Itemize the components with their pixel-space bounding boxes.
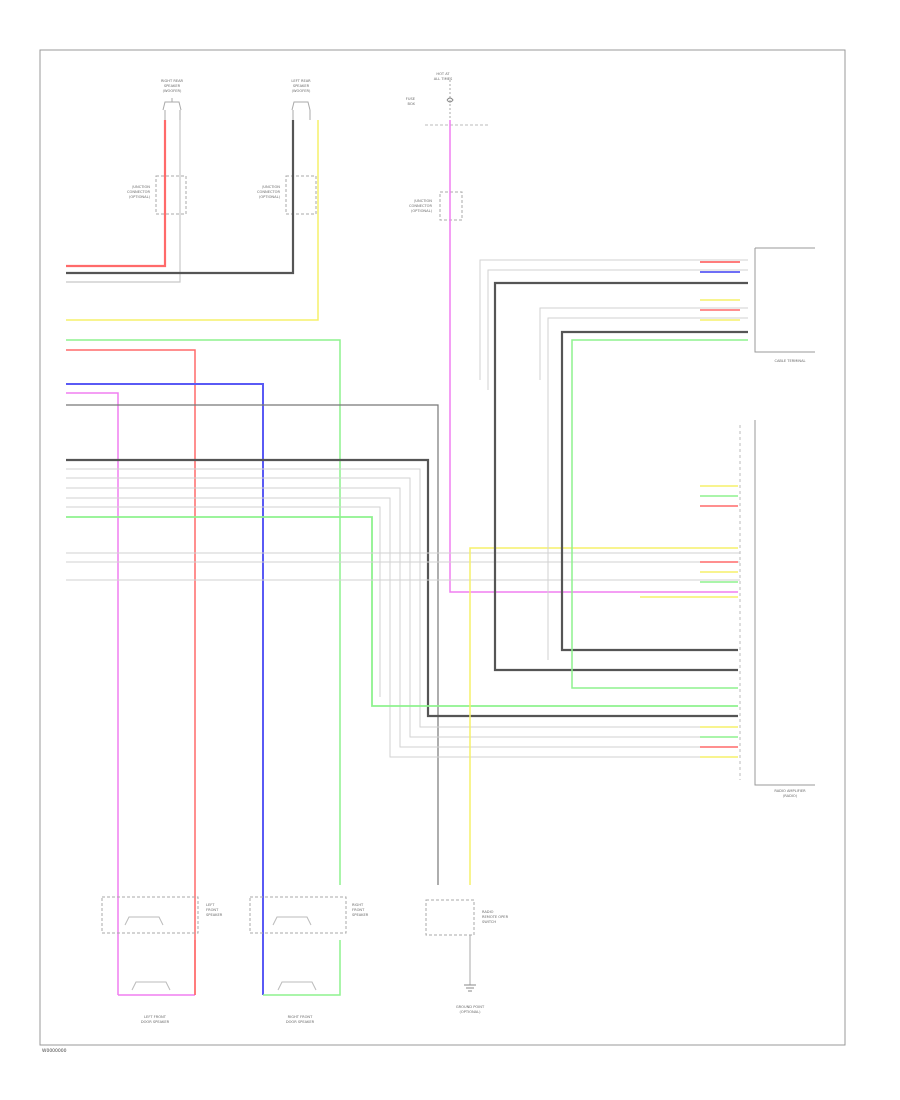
component-label: SPEAKER — [293, 84, 310, 88]
wire-yellow-top — [66, 120, 319, 321]
component-label: JUNCTION — [413, 199, 432, 203]
component-label: SPEAKER — [164, 84, 181, 88]
wire-yellow-switch — [469, 547, 738, 885]
component-label: SWITCH — [482, 920, 496, 924]
wire-green-bundle — [66, 516, 738, 707]
component-label: (RADIO) — [783, 794, 798, 798]
wire-gray-1 — [66, 468, 738, 728]
component-label: SPEAKER — [206, 913, 223, 917]
fuse: HOT AT ALL TIMES FUSE BOX — [406, 72, 488, 126]
left-rear-speaker-top: LEFT REAR SPEAKER (WOOFER) — [291, 79, 311, 120]
wire-black-top — [66, 120, 295, 275]
wire-gray-5 — [66, 506, 381, 697]
wire-black-terminal — [493, 281, 748, 672]
component-label: RADIO AMPLIFIER — [774, 789, 806, 793]
component-label: RIGHT FRONT — [288, 1015, 313, 1019]
left-front-door-speaker: LEFT FRONT DOOR SPEAKER — [141, 1015, 170, 1024]
rear-switch: RADIO REMOTE OPER SWITCH — [425, 899, 509, 936]
component-label: RIGHT REAR — [161, 79, 184, 83]
component-label: (OPTIONAL) — [411, 209, 433, 213]
wire-gray-terminal-1 — [479, 259, 748, 380]
wire-pink-fuse — [449, 120, 738, 593]
radio-amp: RADIO AMPLIFIER (RADIO) — [739, 420, 815, 798]
wire-pink-left — [66, 392, 119, 995]
component-label: (WOOFER) — [163, 89, 182, 93]
component-label: (WOOFER) — [292, 89, 311, 93]
diagram-frame — [39, 49, 846, 1046]
component-label: REMOTE OPER — [482, 915, 509, 919]
component-label: (OPTIONAL) — [259, 195, 281, 199]
left-front-speaker: LEFT FRONT SPEAKER — [101, 896, 223, 934]
component-label: CONNECTOR — [409, 204, 433, 208]
wire-blue — [66, 383, 264, 995]
wire-red-top — [66, 120, 167, 268]
component-label: HOT AT — [436, 72, 450, 76]
wire-green-terminal — [571, 339, 748, 689]
component-label: FRONT — [206, 908, 219, 912]
mid-connector: JUNCTION CONNECTOR (OPTIONAL) — [409, 191, 463, 221]
component-label: SPEAKER — [352, 913, 369, 917]
left-connector: JUNCTION CONNECTOR (OPTIONAL) — [257, 175, 317, 215]
wire-gray-terminal-2 — [487, 269, 748, 390]
component-label: DOOR SPEAKER — [286, 1020, 315, 1024]
component-label: CONNECTOR — [127, 190, 151, 194]
wire-gray-2 — [66, 477, 738, 738]
right-front-speaker: RIGHT FRONT SPEAKER — [249, 896, 369, 934]
component-label: (OPTIONAL) — [129, 195, 151, 199]
component-label: FRONT — [352, 908, 365, 912]
component-label: CABLE TERMINAL — [774, 359, 805, 363]
wire-green-left — [66, 339, 341, 885]
wire-gray-left — [66, 404, 439, 885]
wire-gray-terminal-3 — [539, 307, 748, 380]
wire-gray-3 — [66, 487, 738, 748]
component-label: BOX — [408, 102, 416, 106]
component-label: LEFT — [206, 903, 215, 907]
component-label: DOOR SPEAKER — [141, 1020, 170, 1024]
diagram-code: W0000000 — [42, 1048, 67, 1054]
component-label: GROUND POINT — [456, 1005, 485, 1009]
component-label: ALL TIMES — [434, 77, 453, 81]
wire-gray-terminal-4 — [547, 317, 748, 660]
component-label: FUSE — [406, 97, 416, 101]
wire-red-left — [66, 349, 196, 995]
wire-black-bundle — [66, 458, 738, 718]
wire-gray-4 — [66, 497, 738, 758]
wire-black-terminal-2 — [560, 330, 748, 652]
right-rear-speaker-top: RIGHT REAR SPEAKER (WOOFER) — [161, 79, 184, 120]
component-label: (OPTIONAL) — [459, 1010, 481, 1014]
right-front-door-speaker: RIGHT FRONT DOOR SPEAKER — [286, 1015, 315, 1024]
component-label: RIGHT — [352, 903, 364, 907]
component-label: LEFT REAR — [291, 79, 311, 83]
cable-terminal: CABLE TERMINAL — [754, 247, 815, 363]
ground-point: GROUND POINT (OPTIONAL) — [456, 984, 485, 1014]
component-label: JUNCTION — [131, 185, 150, 189]
component-label: JUNCTION — [261, 185, 280, 189]
component-label: CONNECTOR — [257, 190, 281, 194]
component-label: LEFT FRONT — [144, 1015, 167, 1019]
component-label: RADIO — [482, 910, 494, 914]
wire-gray-top — [66, 120, 181, 283]
right-connector: JUNCTION CONNECTOR (OPTIONAL) — [127, 175, 187, 215]
